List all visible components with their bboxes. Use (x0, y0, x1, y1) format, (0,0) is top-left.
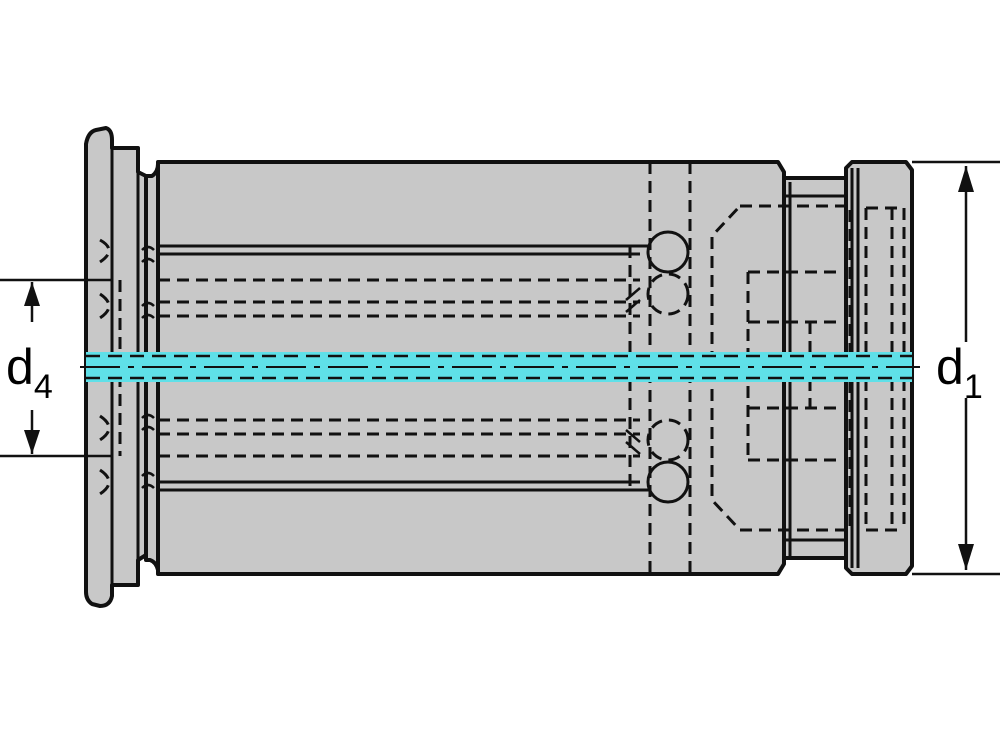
dimension-d4 (0, 278, 112, 458)
slot-ends (141, 245, 641, 489)
channel-edges (86, 354, 912, 380)
d4-label-base: d (6, 339, 34, 395)
dimension-d1 (912, 160, 1000, 576)
d4-label-sub: 4 (34, 368, 53, 406)
d1-label-sub: 1 (964, 368, 983, 406)
d1-label: d1 (936, 339, 983, 406)
d1-label-base: d (936, 339, 964, 395)
d4-label: d4 (6, 339, 53, 406)
